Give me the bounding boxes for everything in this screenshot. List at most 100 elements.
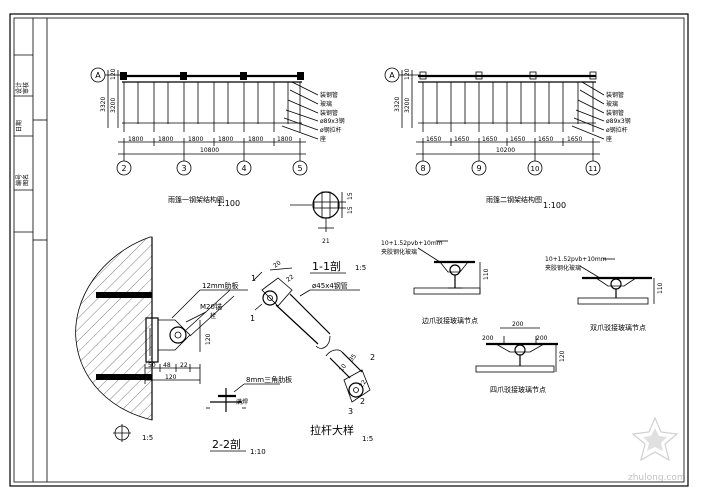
- node-title: 边爪驳接玻璃节点: [422, 316, 478, 325]
- section-mark: 2: [360, 397, 365, 406]
- dim-top: 120: [110, 68, 117, 80]
- dim-label: 22: [180, 362, 188, 369]
- dim-label: 120: [559, 350, 566, 362]
- callout-label: 装钢管: [320, 91, 338, 99]
- dim-label: 48: [163, 362, 171, 369]
- section-1-1: 15 15 21 1-1剖 1:5: [290, 191, 366, 274]
- callout-label: 栓: [210, 312, 216, 320]
- callout-label: ø89x3钢: [606, 117, 631, 125]
- section-mark: 1: [251, 274, 256, 283]
- callout-label: 装钢管: [320, 109, 338, 117]
- edge-claw-node: 10+1.52pvb+10mm 夹胶钢化玻璃 110 边爪驳接玻璃节点: [381, 240, 490, 325]
- dim-span: 1800: [128, 136, 143, 143]
- tie-rod-detail: 1 1 3 2 2 20 22 10 35 22 ø45x4钢管 拉杆大样 1:…: [250, 259, 375, 443]
- grid-label: 8: [420, 164, 425, 173]
- dim-label: 10: [338, 363, 348, 373]
- node-title: 双爪驳接玻璃节点: [590, 323, 646, 332]
- section-mark: 3: [348, 407, 353, 416]
- dim-label: 20: [272, 259, 282, 269]
- grid-label: 11: [589, 165, 598, 173]
- dim-label: 22: [358, 379, 368, 389]
- callout-label: 装钢管: [606, 109, 624, 117]
- view-scale: 1:5: [142, 434, 153, 442]
- title-block-cell: 审核: [22, 82, 30, 94]
- dim-label: 15: [347, 192, 354, 200]
- dim-height-total: 3320: [394, 97, 401, 112]
- callout-label: ø89x3钢: [320, 117, 345, 125]
- title-block-cell: 图名: [22, 174, 30, 186]
- callout-label: 座: [606, 135, 612, 143]
- view-scale: 1:100: [543, 201, 566, 210]
- callout-label: 玻璃: [606, 100, 618, 108]
- dim-span: 1800: [248, 136, 263, 143]
- wall-anchor-detail: 12mm肋板 M20锚 栓 120 50 48 22 120 1:5: [75, 236, 248, 442]
- view-title: 拉杆大样: [310, 423, 354, 437]
- callout-label: 满焊: [236, 398, 248, 406]
- grid-label: 4: [241, 164, 246, 173]
- dim-span: 1800: [158, 136, 173, 143]
- view-title: 雨篷二钢架结构图: [486, 195, 542, 204]
- view-title: 1-1剖: [312, 259, 341, 273]
- title-block-cell: 设计: [15, 82, 23, 94]
- grid-label: 5: [297, 164, 302, 173]
- section-2-2: 8mm三角肋板 满焊 2-2剖 1:10: [206, 375, 292, 456]
- callout-label: 8mm三角肋板: [246, 375, 292, 384]
- callout-label: ø45x4钢管: [312, 281, 348, 290]
- dim-span: 1650: [510, 136, 525, 143]
- node-spec: 10+1.52pvb+10mm: [545, 256, 607, 263]
- callout-label: 玻璃: [320, 100, 332, 108]
- axis-label-a: A: [95, 71, 101, 80]
- elevation-2: A 3320 3200 120 装钢管 玻璃 装钢管 ø89x3: [384, 67, 631, 210]
- section-mark: 1: [250, 314, 255, 323]
- grid-label: 9: [476, 164, 481, 173]
- callout-label: 座: [320, 135, 326, 143]
- watermark-logo: zhulong.com: [628, 416, 686, 483]
- callout-label: 12mm肋板: [202, 281, 239, 290]
- dim-label: 22: [285, 273, 295, 283]
- four-claw-node: 200 200 120 200 四爪驳接玻璃节点: [475, 321, 566, 394]
- dim-span: 1800: [188, 136, 203, 143]
- section-mark: 2: [370, 353, 375, 362]
- dim-height-part: 3200: [404, 98, 411, 113]
- callout-label: M20锚: [200, 302, 222, 311]
- grid-label: 10: [531, 165, 540, 173]
- watermark-text: zhulong.com: [628, 473, 686, 483]
- callout-label: ø钢拉杆: [320, 126, 342, 134]
- dim-height-total: 3320: [100, 97, 107, 112]
- view-scale: 1:5: [355, 264, 366, 272]
- dim-top: 120: [404, 68, 411, 80]
- dim-span: 1650: [482, 136, 497, 143]
- dim-label: 200: [482, 335, 494, 342]
- dim-height-part: 3200: [110, 98, 117, 113]
- grid-label: 3: [181, 164, 186, 173]
- view-title: 雨篷一钢架结构图: [168, 195, 224, 204]
- node-title: 四爪驳接玻璃节点: [490, 385, 546, 394]
- double-claw-node: 10+1.52pvb+10mm 夹胶钢化玻璃 110 双爪驳接玻璃节点: [545, 256, 664, 332]
- drawing-frame: 设计 审核 日期 编号 图名: [9, 13, 689, 487]
- view-scale: 1:10: [250, 448, 266, 456]
- dim-span: 1650: [538, 136, 553, 143]
- dim-label: 35: [348, 353, 358, 363]
- title-block-cell: 编号: [15, 174, 23, 186]
- callout-label: ø钢拉杆: [606, 126, 628, 134]
- axis-label-a: A: [389, 71, 395, 80]
- dim-total: 10800: [200, 147, 219, 154]
- dim-total: 10200: [496, 147, 515, 154]
- node-note: 夹胶钢化玻璃: [545, 264, 581, 272]
- view-scale: 1:5: [362, 435, 373, 443]
- dim-label: 21: [322, 238, 330, 245]
- dim-label: 200: [512, 321, 524, 328]
- dim-label: 200: [536, 335, 548, 342]
- title-block-cell: 日期: [15, 120, 23, 132]
- dim-label: 15: [347, 206, 354, 214]
- callout-label: 装钢管: [606, 91, 624, 99]
- dim-label: 110: [483, 268, 490, 280]
- dim-label: 110: [657, 282, 664, 294]
- dim-label: 120: [165, 374, 177, 381]
- view-scale: 1:100: [217, 199, 240, 208]
- dim-span: 1650: [426, 136, 441, 143]
- dim-label: 50: [148, 362, 156, 369]
- node-spec: 10+1.52pvb+10mm: [381, 240, 443, 247]
- dim-span: 1650: [454, 136, 469, 143]
